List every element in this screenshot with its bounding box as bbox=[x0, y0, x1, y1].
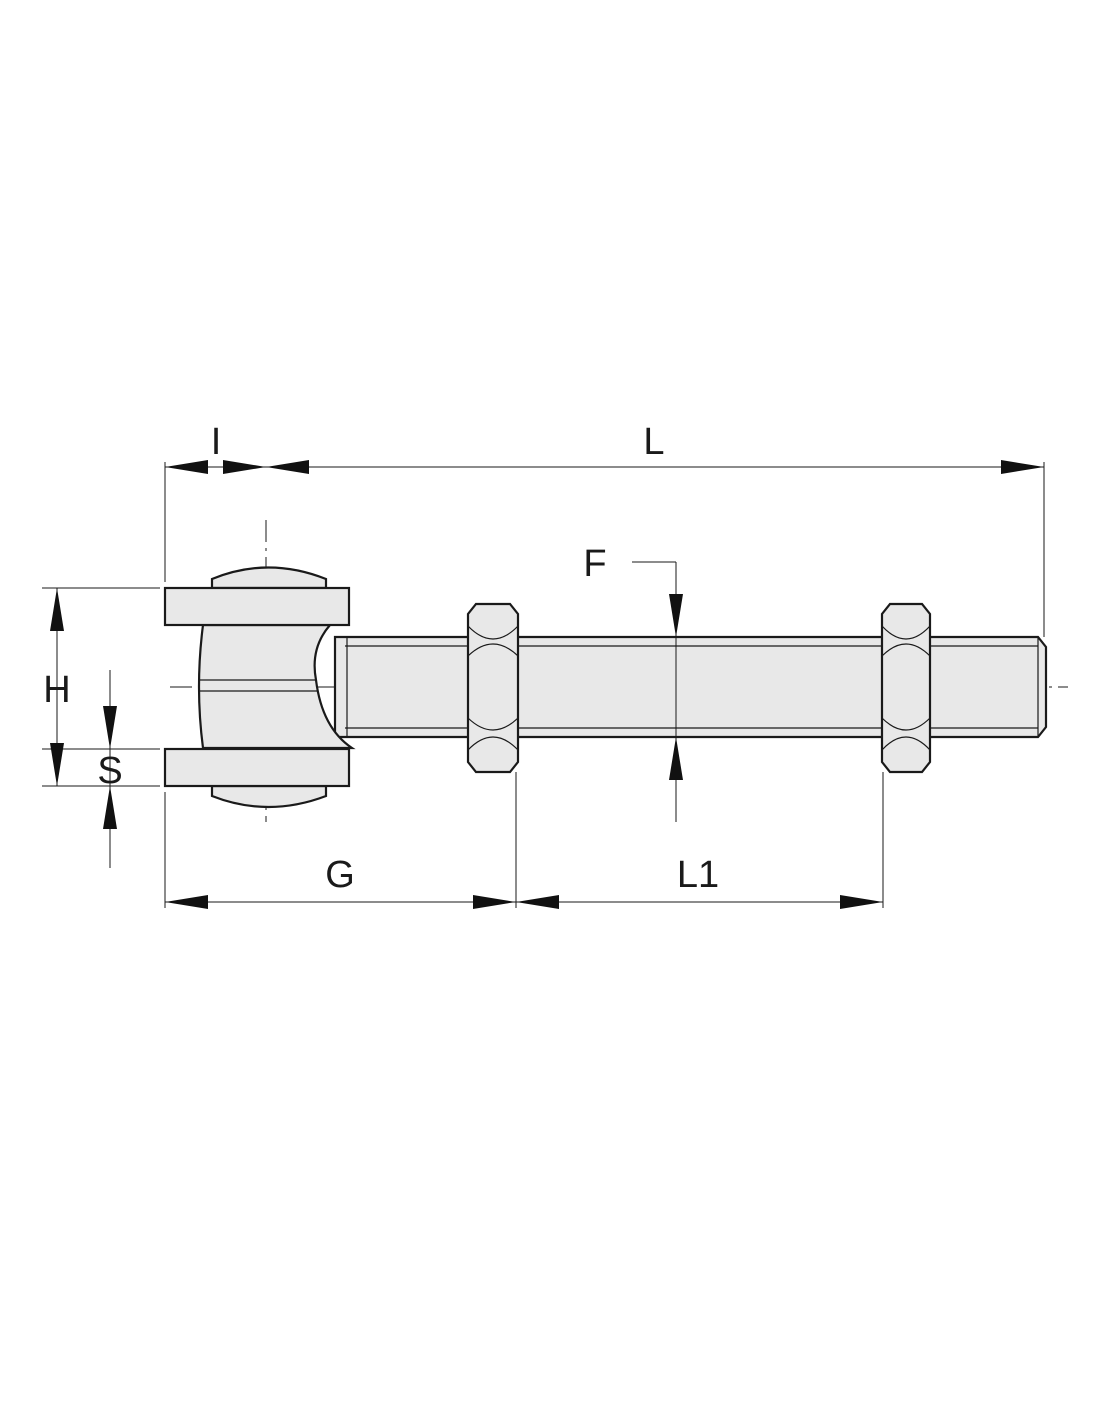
label-l1: L1 bbox=[677, 854, 719, 896]
right-nut bbox=[880, 602, 932, 774]
dimension-f bbox=[669, 562, 683, 822]
arrow-f-top bbox=[669, 594, 683, 637]
arrow-s-bottom bbox=[103, 786, 117, 829]
bottom-washer bbox=[163, 747, 351, 788]
label-h: H bbox=[43, 669, 70, 711]
dimension-labels: I L F H S G L1 bbox=[43, 421, 719, 896]
arrow-f-bottom bbox=[669, 737, 683, 780]
threaded-rod bbox=[333, 635, 1048, 739]
arrow-l1-right bbox=[840, 895, 883, 909]
rod-body bbox=[333, 635, 1048, 739]
right-nut-face-mid-bottom bbox=[881, 717, 931, 731]
arrow-s-top bbox=[103, 706, 117, 749]
label-l: L bbox=[643, 421, 664, 463]
arrow-g-right bbox=[473, 895, 516, 909]
dimension-top bbox=[165, 460, 1044, 474]
left-nut-face-bottom bbox=[467, 736, 519, 751]
arrow-l-right bbox=[1001, 460, 1044, 474]
left-nut bbox=[466, 602, 520, 774]
label-g: G bbox=[325, 854, 355, 896]
dimension-bottom bbox=[165, 895, 883, 909]
top-washer bbox=[163, 586, 351, 627]
arrow-h-top bbox=[50, 588, 64, 631]
left-nut-face-mid-bottom bbox=[467, 717, 519, 731]
label-s: S bbox=[97, 750, 122, 792]
arrow-l1-left bbox=[516, 895, 559, 909]
right-nut-face-mid-top bbox=[881, 643, 931, 657]
dimension-s bbox=[103, 670, 117, 868]
left-nut-face-mid-top bbox=[467, 643, 519, 657]
arrow-i-left bbox=[165, 460, 208, 474]
right-nut-face-top bbox=[881, 625, 931, 640]
dimension-h bbox=[50, 588, 64, 786]
right-nut-face-bottom bbox=[881, 736, 931, 751]
arrow-l-left bbox=[266, 460, 309, 474]
left-nut-body bbox=[466, 602, 520, 774]
arrow-h-bottom bbox=[50, 743, 64, 786]
left-nut-face-top bbox=[467, 625, 519, 640]
knuckle bbox=[197, 566, 356, 809]
right-nut-body bbox=[880, 602, 932, 774]
washers bbox=[163, 586, 351, 788]
arrow-g-left bbox=[165, 895, 208, 909]
arrow-i-right bbox=[223, 460, 266, 474]
eye-bottom-cap bbox=[210, 784, 328, 809]
eye-top-cap bbox=[210, 566, 328, 590]
label-f: F bbox=[583, 543, 606, 585]
label-i: I bbox=[211, 421, 222, 463]
